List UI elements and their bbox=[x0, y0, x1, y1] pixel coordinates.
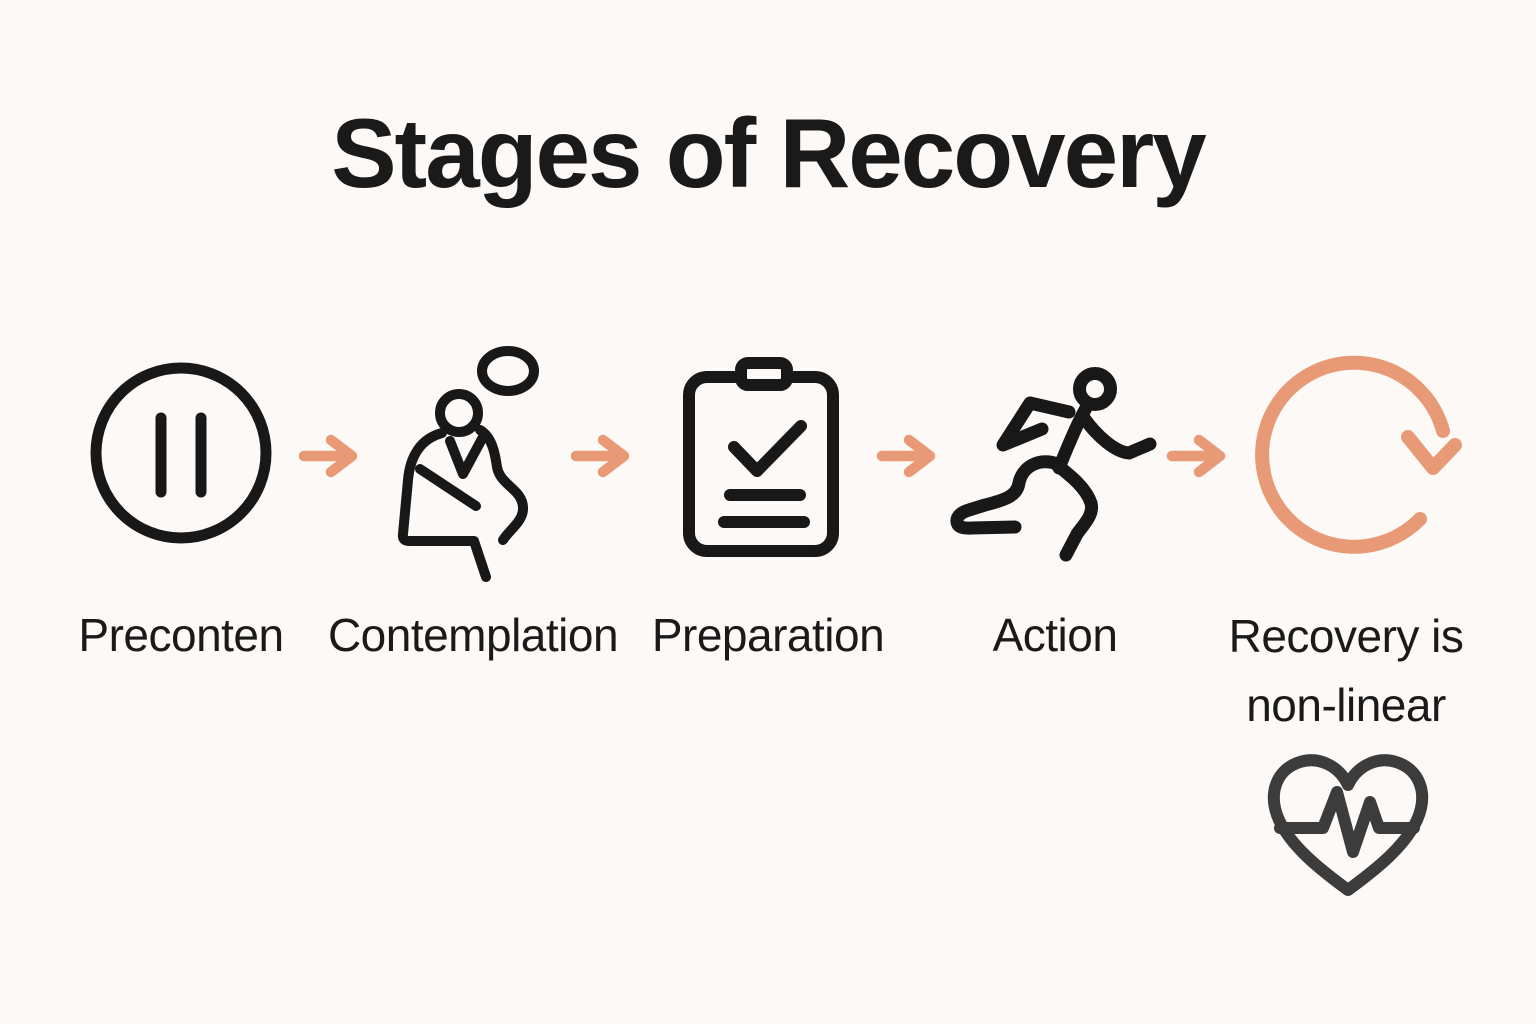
clipboard-check-icon bbox=[683, 357, 839, 557]
heartbeat-heart-icon bbox=[1268, 754, 1428, 896]
cycle-arrow-icon bbox=[1255, 355, 1462, 554]
arrow-right-icon bbox=[570, 434, 630, 478]
stage-label-recovery-nonlinear: Recovery is non-linear bbox=[1228, 610, 1464, 731]
arrow-right-icon bbox=[876, 434, 936, 478]
runner-icon bbox=[950, 367, 1157, 562]
stage-label-precontemplation: Preconten bbox=[78, 609, 284, 661]
stage-label-contemplation: Contemplation bbox=[327, 609, 619, 661]
page-title: Stages of Recovery bbox=[331, 98, 1207, 208]
pause-circle-icon bbox=[90, 362, 272, 544]
stage-label-preparation: Preparation bbox=[651, 609, 885, 661]
arrow-right-icon bbox=[1166, 434, 1226, 478]
arrow-right-icon bbox=[298, 434, 358, 478]
stage-label-action: Action bbox=[992, 609, 1118, 661]
thinking-person-icon bbox=[397, 346, 539, 582]
